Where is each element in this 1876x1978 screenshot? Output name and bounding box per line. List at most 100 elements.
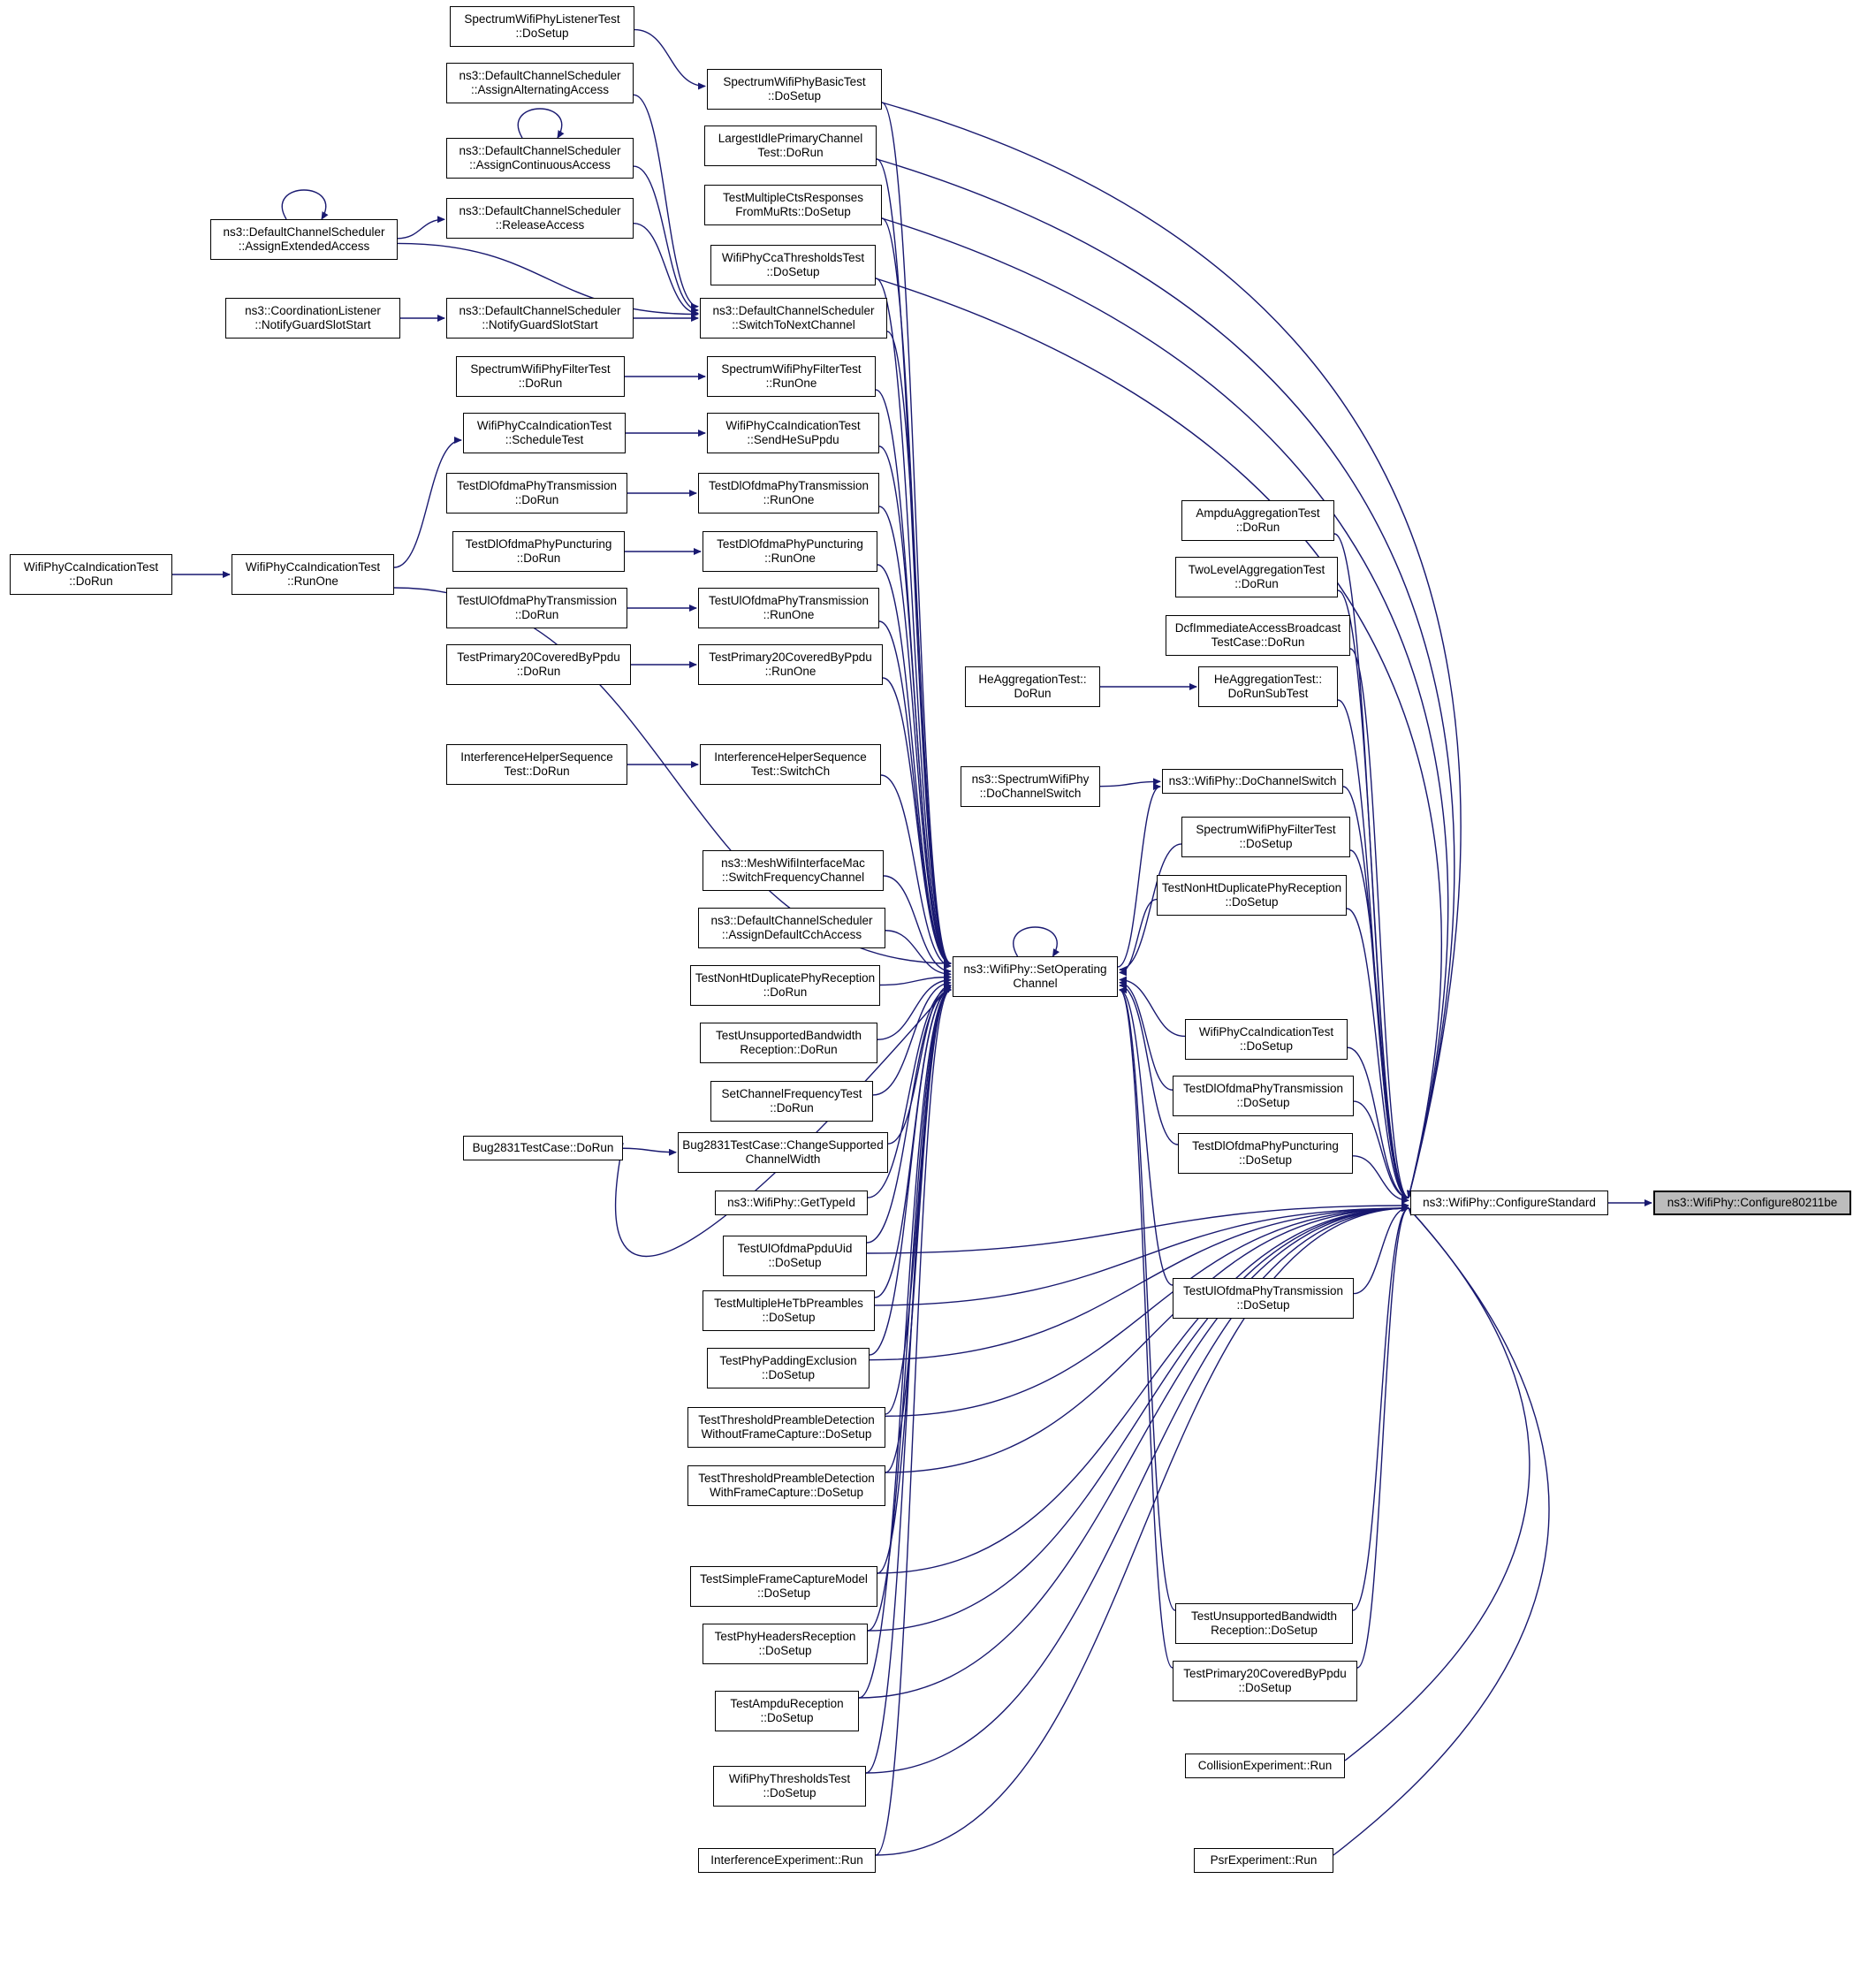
node-listener_dosetup[interactable]: SpectrumWifiPhyListenerTest ::DoSetup — [450, 6, 634, 47]
node-filter_dosetup[interactable]: SpectrumWifiPhyFilterTest ::DoSetup — [1181, 817, 1350, 857]
node-ulofdma_runone[interactable]: TestUlOfdmaPhyTransmission ::RunOne — [698, 588, 879, 628]
call-edge-listener_dosetup--basic_dosetup — [634, 28, 706, 90]
node-bug2831_changewidth[interactable]: Bug2831TestCase::ChangeSupported Channel… — [678, 1132, 888, 1173]
call-edge-basic_dosetup--configstd — [881, 102, 1462, 1198]
node-phyheaders_dosetup[interactable]: TestPhyHeadersReception ::DoSetup — [703, 1624, 868, 1664]
node-ulofdma_dosetup[interactable]: TestUlOfdmaPhyTransmission ::DoSetup — [1173, 1278, 1354, 1319]
node-cca_dorun[interactable]: WifiPhyCcaIndicationTest ::DoRun — [10, 554, 172, 595]
call-edge-ihs_switchch--setopchan — [880, 774, 952, 970]
node-ampdurec_dosetup[interactable]: TestAmpduReception ::DoSetup — [715, 1691, 859, 1731]
node-cca_runone[interactable]: WifiPhyCcaIndicationTest ::RunOne — [232, 554, 394, 595]
node-spec_dochsw[interactable]: ns3::SpectrumWifiPhy ::DoChannelSwitch — [961, 766, 1100, 807]
node-assign_alt[interactable]: ns3::DefaultChannelScheduler ::AssignAlt… — [446, 63, 634, 103]
node-cca_schedtest[interactable]: WifiPhyCcaIndicationTest ::ScheduleTest — [463, 413, 626, 453]
node-thrpre_wo_dosetup[interactable]: TestThresholdPreambleDetection WithoutFr… — [687, 1407, 885, 1448]
call-edge-basic_dosetup--setopchan — [881, 102, 952, 967]
call-edge-assign_cont--switch_next — [633, 165, 699, 314]
node-setopchan[interactable]: ns3::WifiPhy::SetOperating Channel — [953, 956, 1118, 997]
call-edge-unsupp_dosetup--setopchan — [1119, 986, 1176, 1611]
call-edge-p20_runone--setopchan — [882, 677, 952, 967]
call-edge-largest_dorun--setopchan — [876, 158, 952, 967]
call-edge-mesh_switchfreq--setopchan — [883, 875, 952, 975]
node-ihs_switchch[interactable]: InterferenceHelperSequence Test::SwitchC… — [700, 744, 881, 785]
node-filter_dorun[interactable]: SpectrumWifiPhyFilterTest ::DoRun — [456, 356, 625, 397]
node-ulppduuid_dosetup[interactable]: TestUlOfdmaPpduUid ::DoSetup — [723, 1236, 867, 1276]
call-edge-ampdurec_dosetup--configstd — [858, 1205, 1409, 1699]
call-edge-phypad_dosetup--setopchan — [869, 986, 952, 1356]
node-p20_dosetup[interactable]: TestPrimary20CoveredByPpdu ::DoSetup — [1173, 1661, 1357, 1701]
call-edge-thrpre_wo_dosetup--configstd — [885, 1205, 1409, 1417]
node-ihs_dorun[interactable]: InterferenceHelperSequence Test::DoRun — [446, 744, 627, 785]
node-cca_dosetup[interactable]: WifiPhyCcaIndicationTest ::DoSetup — [1185, 1019, 1348, 1060]
node-ampduagg_dorun[interactable]: AmpduAggregationTest ::DoRun — [1181, 500, 1334, 541]
node-wifi_dochsw[interactable]: ns3::WifiPhy::DoChannelSwitch — [1162, 769, 1343, 794]
call-edge-p20_dosetup--configstd — [1356, 1205, 1409, 1669]
node-configstd[interactable]: ns3::WifiPhy::ConfigureStandard — [1410, 1191, 1608, 1215]
node-phypad_dosetup[interactable]: TestPhyPaddingExclusion ::DoSetup — [707, 1348, 870, 1388]
node-dlpunc_runone[interactable]: TestDlOfdmaPhyPuncturing ::RunOne — [703, 531, 877, 572]
call-edge-twolevel_dorun--configstd — [1337, 590, 1409, 1201]
node-dlpunc_dorun[interactable]: TestDlOfdmaPhyPuncturing ::DoRun — [452, 531, 625, 572]
node-ulofdma_dorun[interactable]: TestUlOfdmaPhyTransmission ::DoRun — [446, 588, 627, 628]
node-psr_run[interactable]: PsrExperiment::Run — [1194, 1848, 1333, 1873]
call-edge-bug2831_dorun--bug2831_changewidth — [622, 1147, 677, 1156]
node-thrpre_w_dosetup[interactable]: TestThresholdPreambleDetection WithFrame… — [687, 1465, 885, 1506]
node-assign_cont[interactable]: ns3::DefaultChannelScheduler ::AssignCon… — [446, 138, 634, 179]
call-edge-phyheaders_dosetup--setopchan — [867, 986, 952, 1632]
node-nonht_dosetup[interactable]: TestNonHtDuplicatePhyReception ::DoSetup — [1157, 875, 1347, 916]
node-mucts_dosetup[interactable]: TestMultipleCtsResponses FromMuRts::DoSe… — [704, 185, 882, 225]
node-basic_dosetup[interactable]: SpectrumWifiPhyBasicTest ::DoSetup — [707, 69, 882, 110]
node-dlofdma_dosetup[interactable]: TestDlOfdmaPhyTransmission ::DoSetup — [1173, 1076, 1354, 1116]
node-cca_sendhesu[interactable]: WifiPhyCcaIndicationTest ::SendHeSuPpdu — [707, 413, 879, 453]
call-edge-cca_sendhesu--setopchan — [878, 445, 952, 967]
node-release[interactable]: ns3::DefaultChannelScheduler ::ReleaseAc… — [446, 198, 634, 239]
node-heagg_dorun[interactable]: HeAggregationTest:: DoRun — [965, 666, 1100, 707]
node-bug2831_dorun[interactable]: Bug2831TestCase::DoRun — [463, 1136, 623, 1160]
node-p20_runone[interactable]: TestPrimary20CoveredByPpdu ::RunOne — [698, 644, 883, 685]
call-edge-multihetb_dosetup--configstd — [874, 1205, 1409, 1306]
node-gettypeid[interactable]: ns3::WifiPhy::GetTypeId — [715, 1191, 868, 1215]
node-multihetb_dosetup[interactable]: TestMultipleHeTbPreambles ::DoSetup — [703, 1290, 875, 1331]
call-edge-collision_run--configstd — [1344, 1207, 1530, 1761]
call-edge-dlpunc_dosetup--setopchan — [1119, 982, 1179, 1145]
call-edge-dlpunc_dosetup--configstd — [1352, 1155, 1409, 1205]
call-edge-dlofdma_runone--setopchan — [878, 506, 952, 967]
call-edge-ulppduuid_dosetup--setopchan — [866, 986, 952, 1244]
call-edge-nonht_dorun--setopchan — [879, 973, 952, 986]
node-nonht_dorun[interactable]: TestNonHtDuplicatePhyReception ::DoRun — [690, 965, 880, 1006]
node-filter_runone[interactable]: SpectrumWifiPhyFilterTest ::RunOne — [707, 356, 876, 397]
node-dlofdma_runone[interactable]: TestDlOfdmaPhyTransmission ::RunOne — [698, 473, 879, 514]
call-edge-filter_dosetup--configstd — [1349, 849, 1409, 1201]
node-simpleframe_dosetup[interactable]: TestSimpleFrameCaptureModel ::DoSetup — [690, 1566, 877, 1607]
call-edge-cca_runone--cca_schedtest — [393, 437, 462, 568]
node-assign_cch[interactable]: ns3::DefaultChannelScheduler ::AssignDef… — [698, 908, 885, 948]
node-dlofdma_dorun[interactable]: TestDlOfdmaPhyTransmission ::DoRun — [446, 473, 627, 514]
node-collision_run[interactable]: CollisionExperiment::Run — [1185, 1754, 1345, 1778]
node-phythr_dosetup[interactable]: WifiPhyThresholdsTest ::DoSetup — [713, 1766, 866, 1807]
node-twolevel_dorun[interactable]: TwoLevelAggregationTest ::DoRun — [1175, 557, 1338, 597]
node-ccathr_dosetup[interactable]: WifiPhyCcaThresholdsTest ::DoSetup — [710, 245, 876, 285]
node-switch_next[interactable]: ns3::DefaultChannelScheduler ::SwitchToN… — [700, 298, 887, 339]
node-mesh_switchfreq[interactable]: ns3::MeshWifiInterfaceMac ::SwitchFreque… — [703, 850, 884, 891]
node-interfexp_run[interactable]: InterferenceExperiment::Run — [698, 1848, 876, 1873]
call-edge-cca_dosetup--setopchan — [1119, 976, 1186, 1038]
node-heagg_subtest[interactable]: HeAggregationTest:: DoRunSubTest — [1198, 666, 1338, 707]
call-edge-mucts_dosetup--setopchan — [881, 217, 952, 967]
node-p20_dorun[interactable]: TestPrimary20CoveredByPpdu ::DoRun — [446, 644, 631, 685]
node-unsupp_dorun[interactable]: TestUnsupportedBandwidth Reception::DoRu… — [700, 1023, 877, 1063]
node-config80211be: ns3::WifiPhy::Configure80211be — [1653, 1191, 1851, 1215]
call-edge-assign_ext--release — [397, 216, 445, 240]
node-dcf_dorun[interactable]: DcfImmediateAccessBroadcast TestCase::Do… — [1166, 615, 1350, 656]
node-setchanfreq_dorun[interactable]: SetChannelFrequencyTest ::DoRun — [710, 1081, 873, 1122]
call-edge-ccathr_dosetup--setopchan — [875, 278, 952, 967]
node-coord_ngs[interactable]: ns3::CoordinationListener ::NotifyGuardS… — [225, 298, 400, 339]
call-edge-mucts_dosetup--configstd — [881, 217, 1449, 1198]
call-edge-dcf_dorun--configstd — [1349, 648, 1409, 1201]
node-sched_ngs[interactable]: ns3::DefaultChannelScheduler ::NotifyGua… — [446, 298, 634, 339]
node-assign_ext[interactable]: ns3::DefaultChannelScheduler ::AssignExt… — [210, 219, 398, 260]
node-dlpunc_dosetup[interactable]: TestDlOfdmaPhyPuncturing ::DoSetup — [1178, 1133, 1353, 1174]
node-largest_dorun[interactable]: LargestIdlePrimaryChannel Test::DoRun — [704, 126, 877, 166]
node-unsupp_dosetup[interactable]: TestUnsupportedBandwidth Reception::DoSe… — [1175, 1603, 1353, 1644]
call-edge-spec_dochsw--wifi_dochsw — [1099, 778, 1161, 787]
